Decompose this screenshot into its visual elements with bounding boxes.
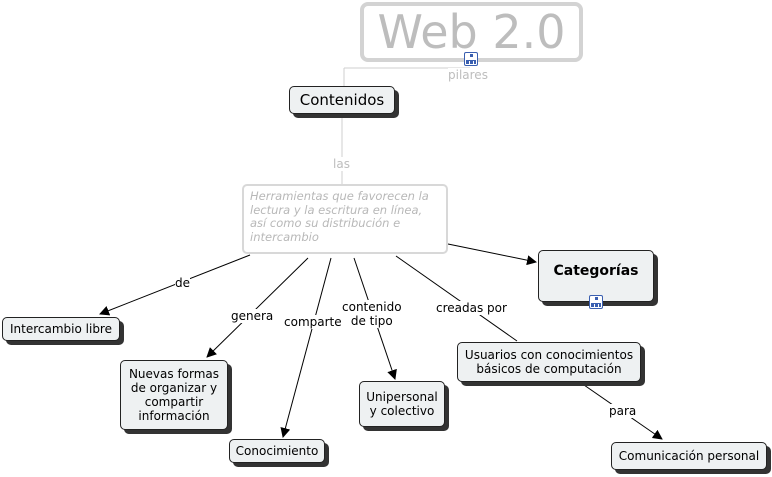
link-label-genera: genera [231,309,274,323]
node-unipersonal[interactable]: Unipersonal y colectivo [359,381,445,427]
link-label-de: de [175,276,190,290]
link-label-pilares: pilares [448,68,488,82]
arrow-categorias [447,243,537,266]
node-categorias[interactable]: Categorías [538,250,654,302]
node-contenidos[interactable]: Contenidos [289,86,395,114]
link-label-creadas-por: creadas por [436,301,507,315]
link-creadas-por [395,255,518,342]
node-nuevas-formas[interactable]: Nuevas formas de organizar y compartir i… [120,360,228,430]
node-comunicacion-personal[interactable]: Comunicación personal [611,442,767,470]
link-label-las: las [333,157,350,171]
arrow-conocimiento [280,257,332,438]
node-conocimiento[interactable]: Conocimiento [229,439,325,463]
node-intercambio-libre[interactable]: Intercambio libre [2,317,120,341]
link-label-para: para [609,404,637,418]
node-herramientas[interactable]: Herramientas que favorecen la lectura y … [242,184,448,254]
arrow-nuevas-formas [206,257,309,358]
node-usuarios[interactable]: Usuarios con conocimientos básicos de co… [457,342,641,382]
link-label-contenido-tipo: contenido de tipo [342,300,402,328]
concept-map-icon[interactable] [464,52,478,66]
link-label-comparte: comparte [284,315,342,329]
concept-map-icon[interactable] [589,295,603,309]
